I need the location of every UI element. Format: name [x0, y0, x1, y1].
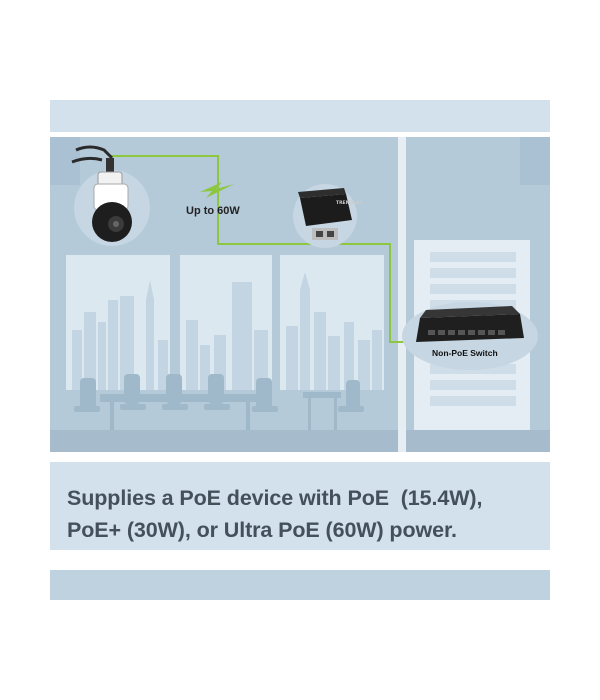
lightning-icon — [200, 182, 234, 198]
injector-brand-label: TRENDnet — [336, 200, 362, 206]
city-skyline-icon — [72, 272, 382, 390]
network-switch-icon: Non-PoE Switch — [402, 302, 538, 370]
power-label: Up to 60W — [186, 205, 240, 217]
caption-line-2: PoE+ (30W), or Ultra PoE (60W) power. — [67, 518, 457, 542]
caption-panel: Supplies a PoE device with PoE (15.4W), … — [50, 462, 550, 550]
top-band — [50, 100, 550, 132]
caption-line-1: Supplies a PoE device with PoE (15.4W), — [67, 486, 483, 510]
switch-label: Non-PoE Switch — [432, 348, 498, 358]
bottom-band — [50, 570, 550, 600]
ptz-camera-icon — [71, 145, 150, 246]
poe-injector-icon: TRENDnet — [293, 184, 362, 248]
conference-table-icon — [74, 374, 364, 430]
